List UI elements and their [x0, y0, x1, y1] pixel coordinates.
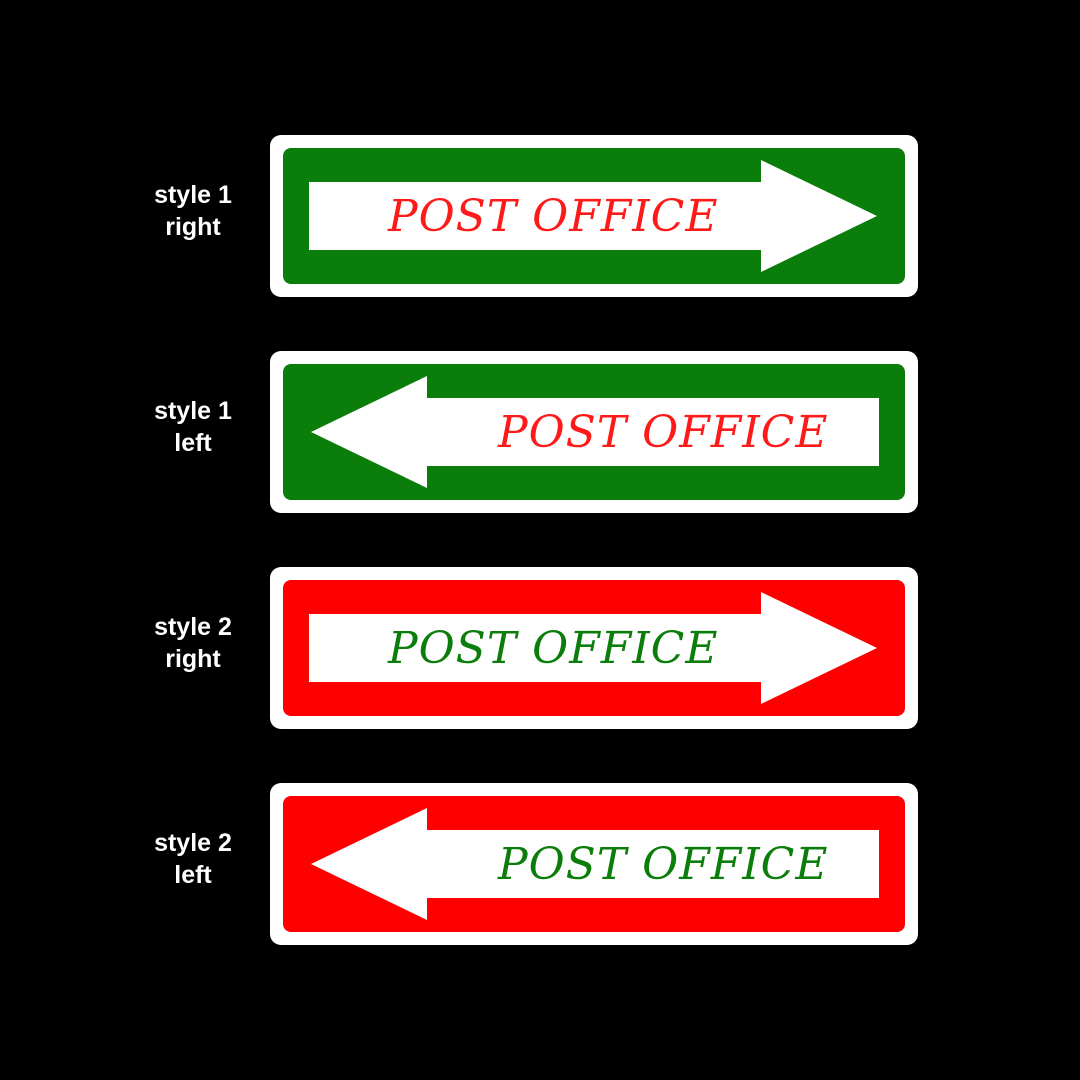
sign-text: POST OFFICE [498, 407, 829, 458]
arrow-shape [309, 592, 877, 704]
sign-row-style2-right: style 2 right POST OFFICE [0, 567, 1080, 729]
sign-panel: POST OFFICE [283, 148, 905, 284]
sign-text: POST OFFICE [388, 191, 719, 242]
sign-label-direction: right [165, 645, 221, 673]
sign-label: style 1 left [120, 395, 266, 459]
arrow-left-icon [311, 376, 879, 488]
sign-label-direction: right [165, 213, 221, 241]
sign-label-direction: left [174, 861, 212, 889]
sign-label: style 2 left [120, 827, 266, 891]
arrow-shape [311, 376, 879, 488]
sign-text: POST OFFICE [388, 623, 719, 674]
sign-board: POST OFFICE [270, 351, 918, 513]
sign-label-direction: left [174, 429, 212, 457]
sign-panel: POST OFFICE [283, 364, 905, 500]
sign-panel: POST OFFICE [283, 796, 905, 932]
arrow-left-icon [311, 808, 879, 920]
sign-label-style: style 1 [154, 397, 232, 425]
sign-panel: POST OFFICE [283, 580, 905, 716]
arrow-right-icon [309, 592, 877, 704]
sign-row-style1-right: style 1 right POST OFFICE [0, 135, 1080, 297]
sign-label-style: style 2 [154, 613, 232, 641]
sign-board: POST OFFICE [270, 567, 918, 729]
arrow-shape [311, 808, 879, 920]
sign-board: POST OFFICE [270, 135, 918, 297]
sign-row-style2-left: style 2 left POST OFFICE [0, 783, 1080, 945]
sign-row-style1-left: style 1 left POST OFFICE [0, 351, 1080, 513]
sign-board: POST OFFICE [270, 783, 918, 945]
sign-text: POST OFFICE [498, 839, 829, 890]
arrow-shape [309, 160, 877, 272]
arrow-right-icon [309, 160, 877, 272]
sign-label: style 2 right [120, 611, 266, 675]
sign-label-style: style 1 [154, 181, 232, 209]
sign-label: style 1 right [120, 179, 266, 243]
sign-label-style: style 2 [154, 829, 232, 857]
